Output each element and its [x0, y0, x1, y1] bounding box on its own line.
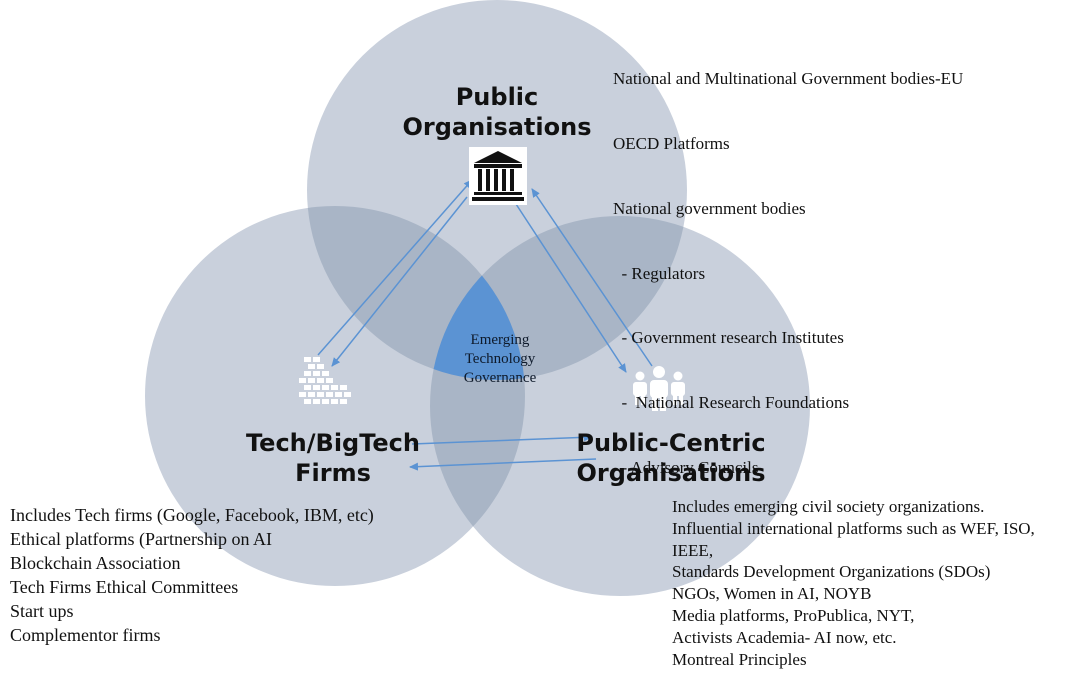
- arrow-tech-to-public: [317, 179, 473, 356]
- arrow-centric-to-public: [531, 188, 653, 367]
- tech-note: Ethical platforms (Partnership on AI: [10, 529, 272, 549]
- public-note: - Government research Institutes: [613, 328, 844, 348]
- centric-note: Influential international platforms such…: [672, 518, 1035, 538]
- public-centric-title: Public-Centric Organisations: [571, 428, 771, 488]
- tech-note: Start ups: [10, 601, 74, 621]
- overlap-public-centric: [430, 216, 687, 380]
- public-centric-title-line1: Public-Centric: [576, 429, 766, 457]
- tech-note: Tech Firms Ethical Committees: [10, 577, 239, 597]
- brick-wall-icon: [299, 357, 351, 404]
- public-centric-title-line2: Organisations: [576, 459, 766, 487]
- center-label-line2: Technology: [464, 351, 536, 367]
- centric-note: Activists Academia- AI now, etc.: [672, 627, 897, 647]
- tech-note: Includes Tech firms (Google, Facebook, I…: [10, 505, 374, 525]
- arrow-tech-to-centric: [411, 433, 593, 445]
- public-note: National and Multinational Government bo…: [613, 69, 964, 89]
- public-centric-notes: Includes emerging civil society organiza…: [672, 496, 1035, 670]
- people-group-icon: [633, 366, 685, 411]
- public-organisations-title-line1: Public: [455, 83, 539, 111]
- public-note: National government bodies: [613, 198, 806, 218]
- center-governance-label: Emerging Technology Governance: [440, 331, 560, 388]
- relationship-arrows: [317, 179, 653, 471]
- centric-note: Includes emerging civil society organiza…: [672, 497, 985, 516]
- centric-note: IEEE,: [672, 540, 714, 560]
- government-building-icon: [469, 147, 527, 205]
- public-organisations-title: Public Organisations: [402, 82, 592, 142]
- center-label-line3: Governance: [463, 370, 537, 386]
- public-note: OECD Platforms: [613, 133, 730, 153]
- centric-note: Media platforms, ProPublica, NYT,: [672, 605, 915, 625]
- centric-note: Montreal Principles: [672, 649, 807, 669]
- arrow-public-to-tech: [331, 196, 468, 367]
- public-note: - Regulators: [613, 263, 706, 283]
- centric-note: NGOs, Women in AI, NOYB: [672, 584, 872, 604]
- tech-note: Blockchain Association: [10, 553, 181, 573]
- center-label-line1: Emerging: [470, 332, 530, 348]
- tech-firms-title-line2: Firms: [295, 459, 371, 487]
- public-organisations-title-line2: Organisations: [402, 113, 592, 141]
- arrow-centric-to-tech: [409, 458, 597, 471]
- centric-note: Standards Development Organizations (SDO…: [672, 562, 991, 582]
- public-organisations-notes: National and Multinational Government bo…: [613, 25, 963, 522]
- tech-firms-title-line1: Tech/BigTech: [245, 429, 420, 457]
- tech-note: Complementor firms: [10, 625, 161, 645]
- tech-firms-title: Tech/BigTech Firms: [228, 428, 438, 488]
- tech-firms-notes: Includes Tech firms (Google, Facebook, I…: [10, 503, 374, 647]
- arrow-public-to-centric: [513, 200, 627, 373]
- overlap-public-tech: [307, 206, 525, 380]
- public-note: - National Research Foundations: [613, 393, 850, 413]
- public-note: - Advisory Councils: [613, 457, 759, 477]
